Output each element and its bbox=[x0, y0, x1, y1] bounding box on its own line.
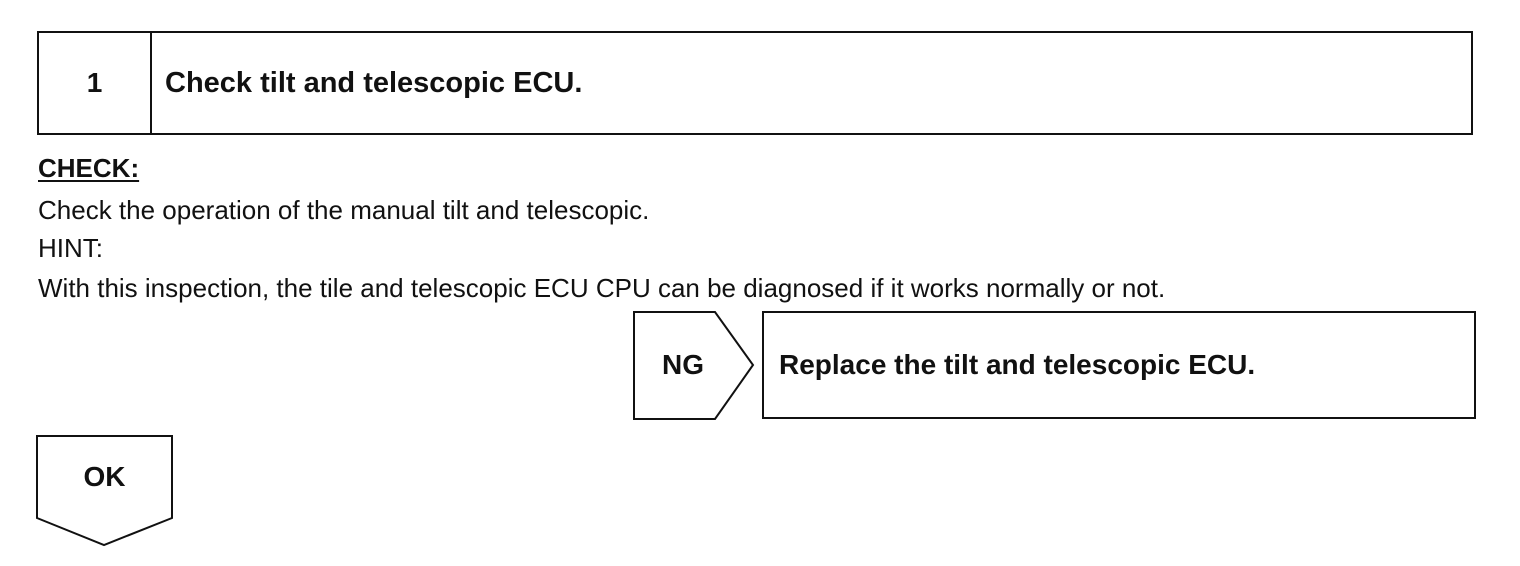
step-header: 1 Check tilt and telescopic ECU. bbox=[37, 31, 1473, 135]
ng-arrow-icon bbox=[633, 311, 755, 420]
ok-label: OK bbox=[83, 461, 126, 492]
ng-label: NG bbox=[662, 349, 704, 380]
check-instruction: Check the operation of the manual tilt a… bbox=[38, 195, 650, 225]
check-label: CHECK: bbox=[38, 153, 140, 183]
hint-text: With this inspection, the tile and teles… bbox=[38, 273, 1166, 303]
ng-result-box: Replace the tilt and telescopic ECU. bbox=[762, 311, 1476, 419]
step-number: 1 bbox=[39, 33, 152, 133]
hint-label: HINT: bbox=[38, 233, 103, 263]
step-title: Check tilt and telescopic ECU. bbox=[165, 66, 583, 99]
ng-action-text: Replace the tilt and telescopic ECU. bbox=[779, 349, 1256, 380]
ok-arrow-icon bbox=[36, 435, 173, 547]
